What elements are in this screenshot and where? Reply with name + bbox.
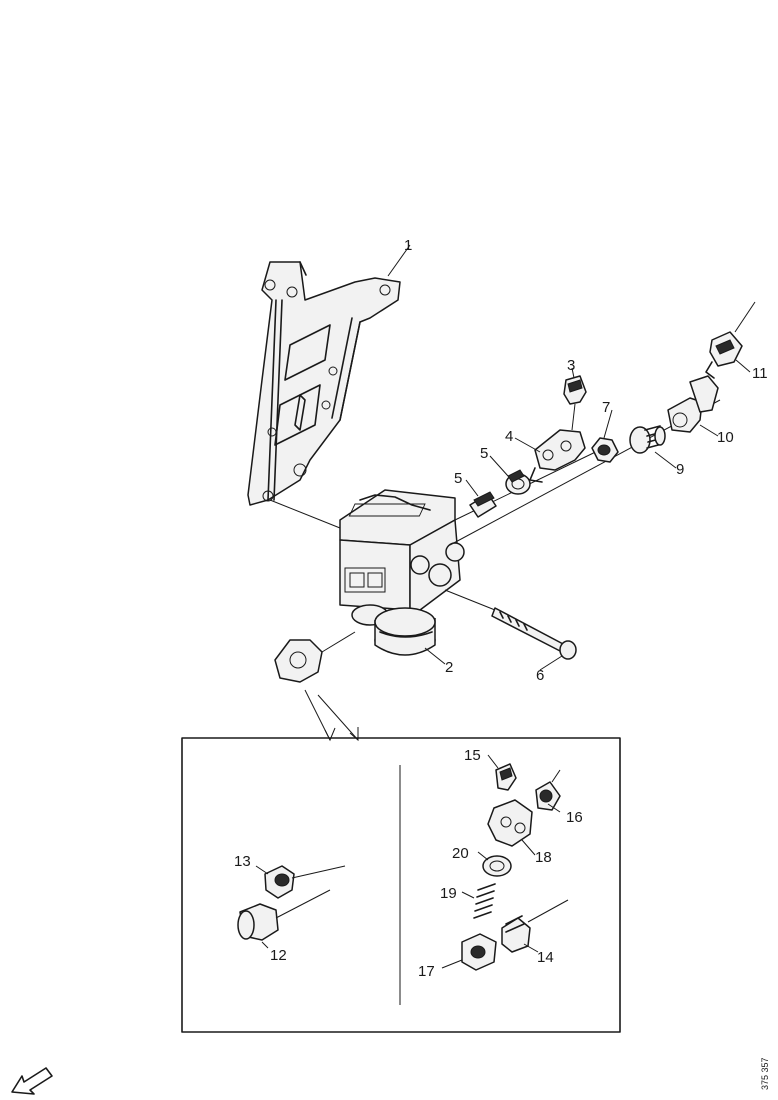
direction-arrow-icon — [11, 1067, 53, 1095]
fitting-5 — [505, 469, 531, 495]
detail-inset-box — [181, 737, 621, 1033]
detail-pointer — [304, 689, 359, 742]
callout-6: 6 — [536, 667, 544, 684]
callout-7: 7 — [602, 399, 610, 416]
callout-16: 16 — [566, 809, 583, 826]
mounting-bracket — [247, 261, 401, 506]
callout-4: 4 — [505, 428, 513, 445]
valve-assembly — [339, 489, 465, 656]
callout-18: 18 — [535, 849, 552, 866]
callout-5-lower: 5 — [454, 470, 462, 487]
callout-11: 11 — [752, 365, 768, 382]
callout-19: 19 — [440, 885, 457, 902]
inset-right-parts — [441, 754, 569, 971]
bracket-leader-line — [269, 499, 341, 529]
bolt-6 — [444, 589, 577, 660]
callout-1: 1 — [404, 237, 412, 254]
spring-fitting-9 — [629, 425, 666, 454]
inset-left-parts — [237, 865, 346, 949]
callout-10: 10 — [717, 429, 734, 446]
leader-lines — [387, 244, 751, 671]
elbow-fitting-10 — [667, 375, 719, 433]
callout-15: 15 — [464, 747, 481, 764]
callout-2: 2 — [445, 659, 453, 676]
fitting-3 — [563, 375, 587, 431]
fitting-5-small — [469, 491, 497, 518]
nut-7 — [591, 437, 619, 463]
connector-11 — [705, 301, 756, 379]
callout-3: 3 — [567, 357, 575, 374]
callout-20: 20 — [452, 845, 469, 862]
callout-14: 14 — [537, 949, 554, 966]
callout-13: 13 — [234, 853, 251, 870]
figure-reference-code: 375 357 — [760, 1057, 770, 1090]
detail-callout-fitting — [274, 631, 356, 683]
callout-5: 5 — [480, 445, 488, 462]
valve-body-4 — [529, 429, 586, 483]
callout-9: 9 — [676, 461, 684, 478]
callout-12: 12 — [270, 947, 287, 964]
callout-17: 17 — [418, 963, 435, 980]
